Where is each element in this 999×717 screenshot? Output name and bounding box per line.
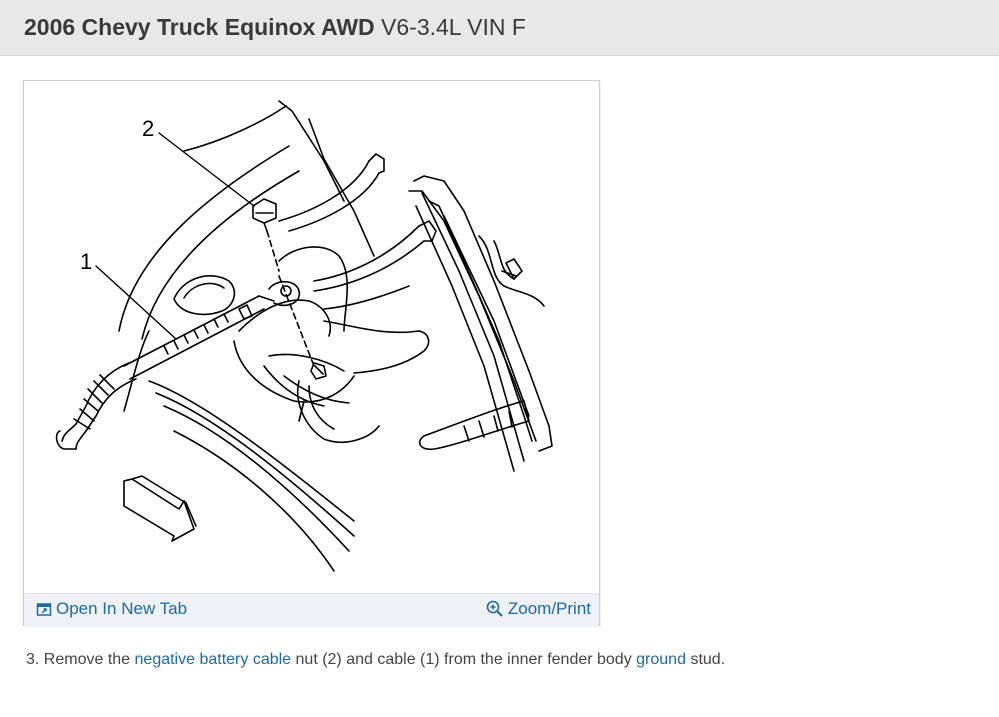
vehicle-name: 2006 Chevy Truck Equinox AWD [24, 14, 375, 40]
figure-footer: Open In New Tab Zoom/Print [24, 593, 599, 626]
zoom-print-link[interactable]: Zoom/Print [486, 599, 591, 619]
step-text-1: Remove the [43, 651, 131, 668]
callout-2: 2 [142, 116, 154, 141]
engine-spec: V6-3.4L VIN F [381, 14, 526, 40]
negative-battery-cable-link[interactable]: negative battery cable [134, 651, 292, 668]
step-instruction: 3. Remove the negative battery cable nut… [26, 651, 725, 669]
zoom-in-icon [486, 600, 503, 617]
new-tab-icon [36, 603, 52, 616]
page-title: 2006 Chevy Truck Equinox AWD V6-3.4L VIN… [24, 14, 526, 41]
step-text-3: stud. [690, 651, 726, 668]
step-number: 3. [26, 651, 40, 668]
figure-card: 2 1 Open In New Tab Zoom/Print [23, 80, 600, 626]
page-header: 2006 Chevy Truck Equinox AWD V6-3.4L VIN… [0, 0, 999, 56]
zoom-print-label: Zoom/Print [507, 599, 591, 618]
open-in-new-tab-link[interactable]: Open In New Tab [36, 599, 187, 619]
ground-link[interactable]: ground [636, 651, 686, 668]
step-text-2: nut (2) and cable (1) from the inner fen… [295, 651, 632, 668]
battery-cable-diagram: 2 1 [55, 100, 553, 572]
open-in-new-tab-label: Open In New Tab [56, 599, 188, 618]
callout-1: 1 [80, 249, 92, 274]
